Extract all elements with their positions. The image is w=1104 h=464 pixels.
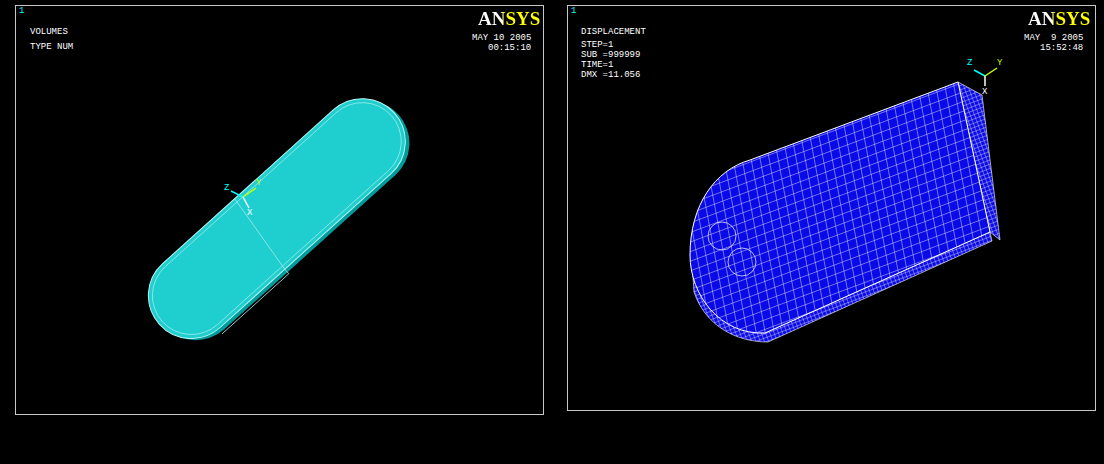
axis-label: X (247, 208, 252, 218)
triad (974, 68, 997, 86)
ansys-logo: ANSYS (1028, 9, 1090, 29)
plot-info: SUB =999999 (581, 50, 640, 60)
plot-title: DISPLACEMENT (581, 27, 646, 37)
window-number: 1 (571, 6, 576, 16)
window-frame (16, 6, 544, 415)
plot-date: MAY 10 2005 (472, 33, 531, 43)
window-number: 1 (19, 6, 24, 16)
axis-label: Z (224, 183, 229, 193)
window-frame (568, 6, 1096, 411)
plot-title: VOLUMES (30, 27, 68, 37)
axis-label: Z (967, 58, 972, 68)
plot-date: MAY 9 2005 (1024, 33, 1083, 43)
plot-time: 15:52:48 (1040, 43, 1083, 53)
axis-label: X (982, 87, 987, 97)
plot-info: STEP=1 (581, 40, 613, 50)
plot-time: 00:15:10 (488, 43, 531, 53)
plot-info: TIME=1 (581, 60, 613, 70)
axis-label: Y (256, 178, 261, 188)
plot-info: DMX =11.056 (581, 70, 640, 80)
ansys-logo: ANSYS (478, 9, 540, 29)
axis-label: Y (997, 58, 1002, 68)
volume-model (131, 80, 429, 361)
meshed-model (690, 82, 1000, 342)
plot-info: TYPE NUM (30, 42, 73, 52)
triad (231, 188, 256, 208)
